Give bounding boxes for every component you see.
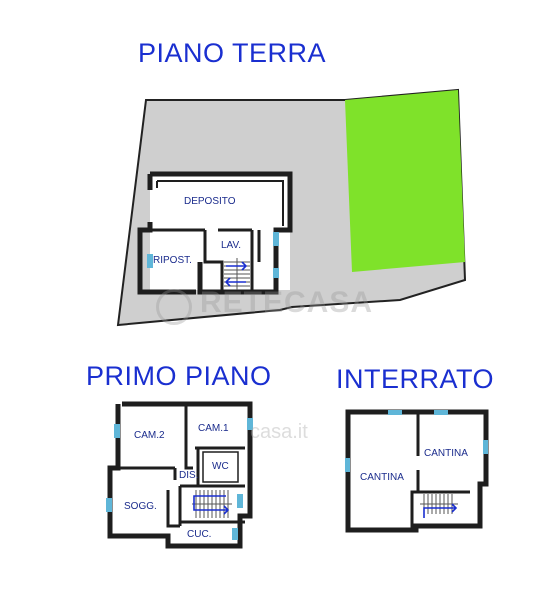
basement-window [345, 458, 350, 472]
watermark-secondary: casa.it [250, 421, 308, 443]
room-lav-label: LAV. [221, 240, 242, 251]
ground-garden [345, 90, 465, 272]
watermark-brand: RETECASA [200, 286, 374, 319]
room-deposito-label: DEPOSITO [184, 196, 236, 207]
first-window [237, 494, 243, 508]
first-floor-partitions [118, 404, 245, 528]
basement-window [434, 410, 448, 415]
ground-deposito-walls [156, 180, 284, 226]
room-ripost-label: RIPOST. [153, 255, 192, 266]
ground-building [150, 174, 290, 290]
first-floor-walls [107, 401, 253, 549]
basement-window [483, 440, 488, 454]
ground-window [147, 254, 153, 268]
first-stairs [192, 490, 232, 518]
ground-floor-title: PIANO TERRA [138, 38, 327, 68]
first-window [106, 498, 112, 512]
room-cantina-left-label: CANTINA [360, 472, 404, 483]
first-window [114, 424, 120, 438]
first-window [247, 418, 253, 430]
first-window [232, 528, 238, 540]
room-wc-label: WC [212, 461, 229, 472]
room-cantina-right-label: CANTINA [424, 448, 468, 459]
basement-stairs-arrow [423, 503, 458, 518]
first-floor-wc-inner [202, 451, 239, 483]
room-cuc-label: CUC. [187, 529, 212, 540]
room-sogg-label: SOGG. [124, 501, 157, 512]
basement-partitions [410, 414, 470, 528]
room-dis-label: DIS. [179, 470, 199, 481]
ground-walls [137, 171, 293, 295]
ground-stairs-arrow [224, 261, 248, 287]
ground-window [273, 232, 279, 246]
room-cam2-label: CAM.2 [134, 430, 165, 441]
ground-window [273, 268, 279, 278]
basement-window [388, 410, 402, 415]
basement-title: INTERRATO [336, 364, 495, 394]
room-cam1-label: CAM.1 [198, 423, 229, 434]
ground-partitions [150, 228, 261, 292]
first-floor-title: PRIMO PIANO [86, 361, 272, 391]
watermark-logo-icon [156, 289, 192, 325]
first-stairs-arrow [193, 495, 230, 515]
